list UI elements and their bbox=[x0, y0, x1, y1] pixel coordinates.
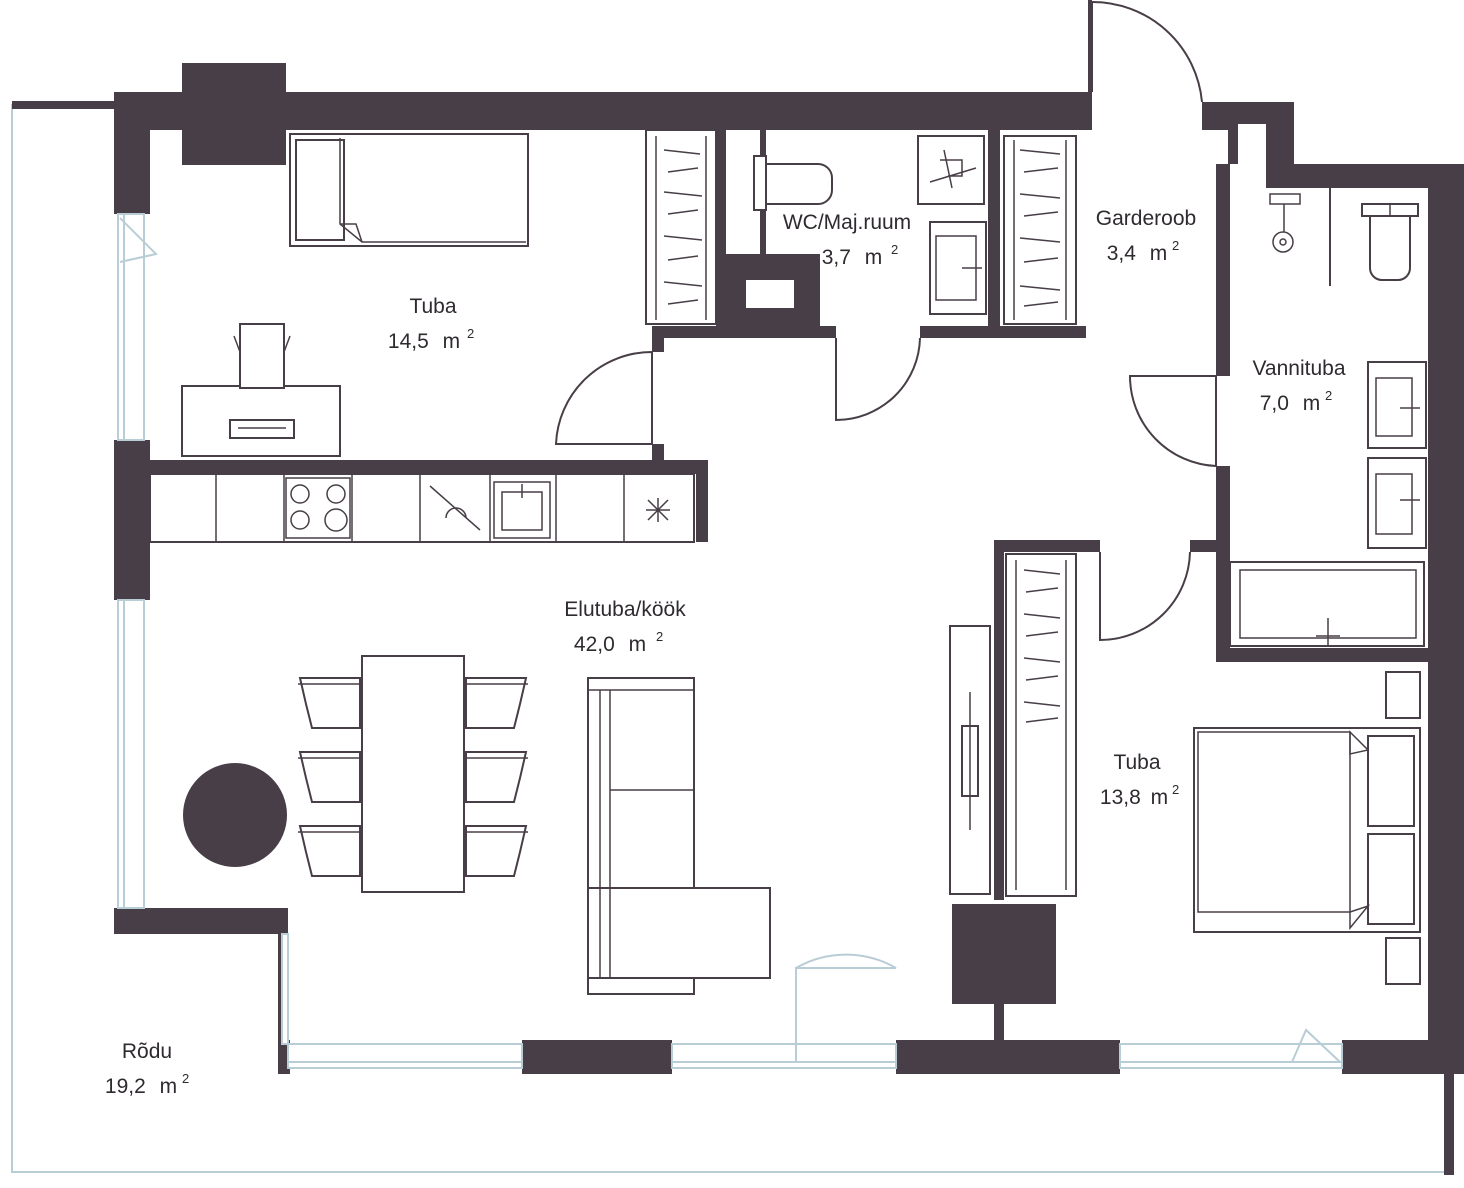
area-exp-6: 2 bbox=[1172, 782, 1179, 797]
kitchen-counter bbox=[149, 473, 695, 543]
room-name-rodu: Rõdu bbox=[122, 1040, 172, 1063]
wardrobe-2 bbox=[1005, 553, 1077, 897]
room-area-wc: 3,7 m bbox=[822, 246, 883, 269]
bed-double bbox=[1193, 727, 1421, 933]
area-exp-3: 2 bbox=[1172, 238, 1179, 253]
sofa bbox=[587, 677, 771, 995]
bathroom-fixtures bbox=[1229, 188, 1427, 647]
dining-chairs bbox=[298, 677, 528, 877]
desk bbox=[181, 323, 341, 457]
room-area-tuba-1: 14,5 m bbox=[388, 330, 460, 353]
room-labels: Tuba 14,5 m 2 WC/Maj.ruum 3,7 m 2 Garder… bbox=[105, 207, 1346, 1098]
wc-fixtures bbox=[753, 135, 987, 315]
room-name-tuba-2: Tuba bbox=[1113, 751, 1160, 774]
area-exp-4: 2 bbox=[1325, 388, 1332, 403]
room-name-elutuba: Elutuba/köök bbox=[564, 598, 686, 621]
room-area-elutuba: 42,0 m bbox=[574, 633, 646, 656]
walls bbox=[12, 0, 1464, 1175]
wardrobe-1 bbox=[645, 129, 717, 325]
wardrobe-garderoob bbox=[1003, 135, 1077, 325]
nightstands bbox=[1385, 671, 1421, 985]
windows bbox=[117, 213, 1343, 1069]
room-area-rodu: 19,2 m bbox=[105, 1075, 177, 1098]
tv-unit bbox=[949, 625, 991, 895]
area-exp-2: 2 bbox=[891, 242, 898, 257]
room-area-garderoob: 3,4 m bbox=[1107, 242, 1168, 265]
doors bbox=[554, 0, 1217, 642]
room-name-vannituba: Vannituba bbox=[1252, 357, 1345, 380]
room-area-tuba-2: 13,8 m bbox=[1100, 786, 1168, 809]
room-name-garderoob: Garderoob bbox=[1096, 207, 1196, 230]
room-name-wc: WC/Maj.ruum bbox=[783, 211, 911, 234]
room-area-vannituba: 7,0 m bbox=[1260, 392, 1321, 415]
area-exp-5: 2 bbox=[656, 629, 663, 644]
round-table bbox=[183, 763, 287, 867]
room-name-tuba-1: Tuba bbox=[409, 295, 456, 318]
bed-single bbox=[289, 133, 529, 247]
area-exp-1: 2 bbox=[467, 326, 474, 341]
dining-table bbox=[361, 655, 465, 893]
area-exp-7: 2 bbox=[182, 1071, 189, 1086]
